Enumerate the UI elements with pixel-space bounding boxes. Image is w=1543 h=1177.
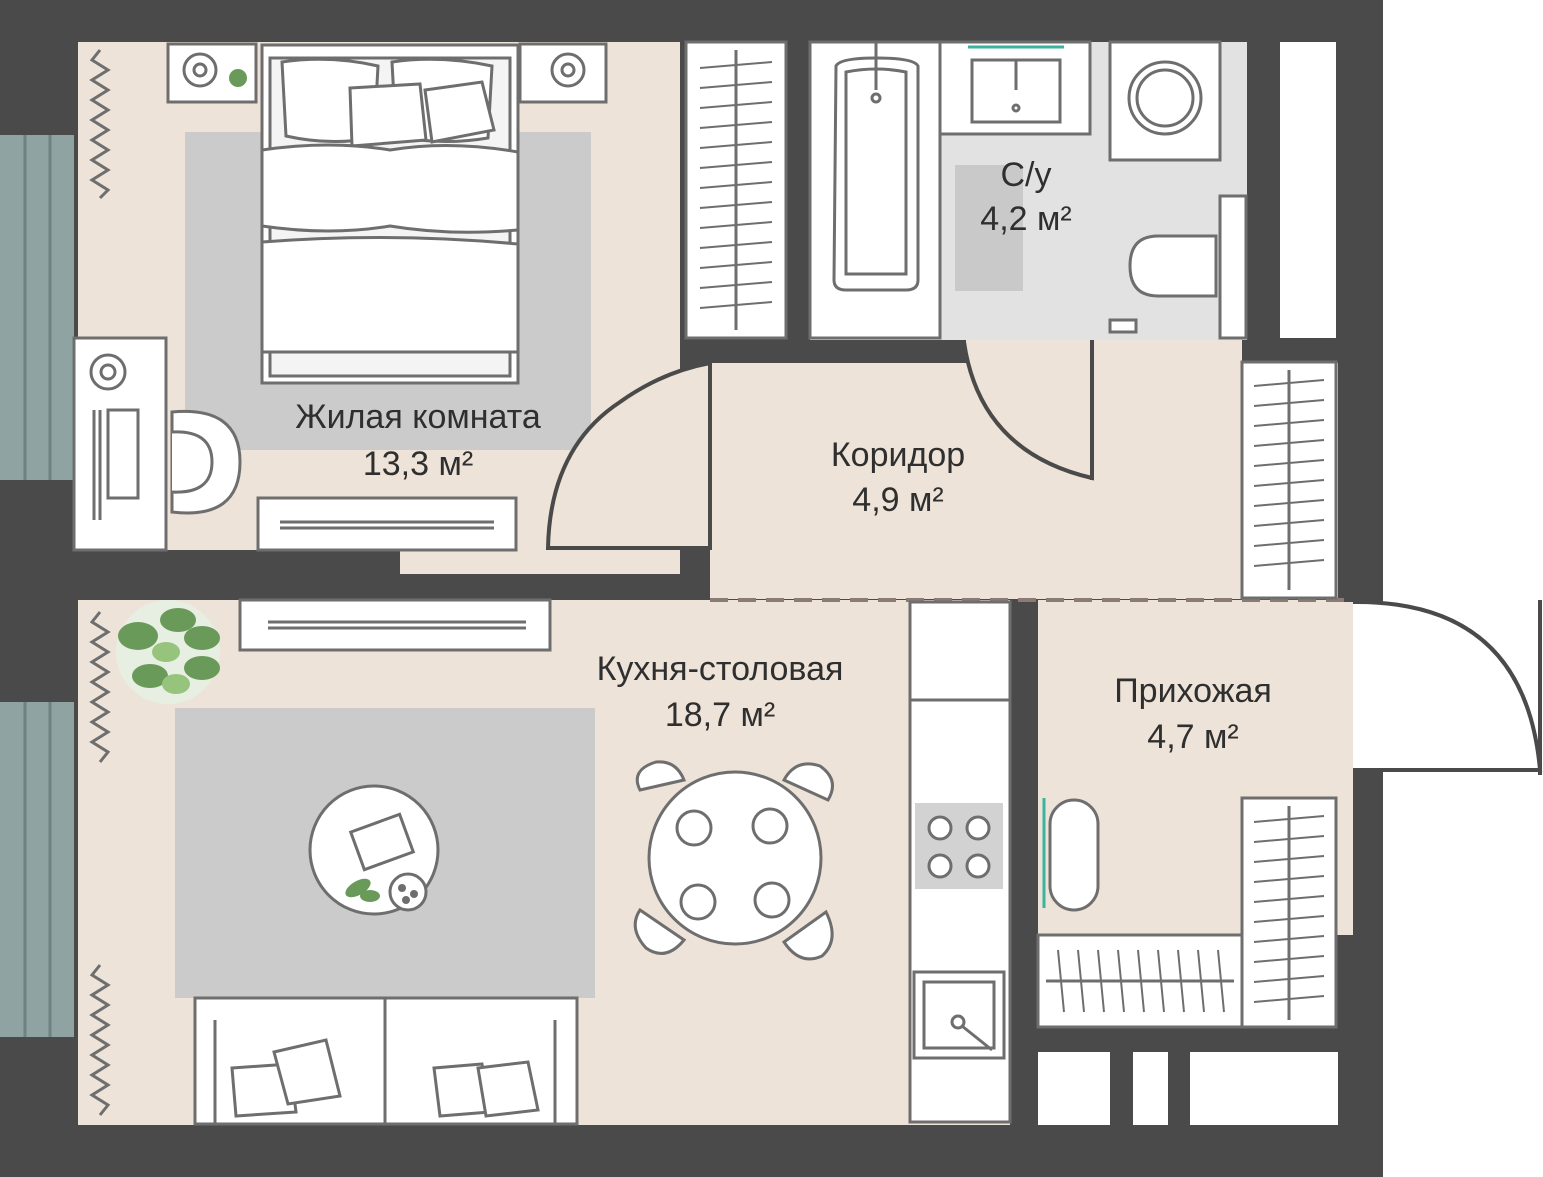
floor-living-niche [400,550,680,574]
washing-machine [1108,40,1222,162]
door-bathroom [962,340,1094,481]
bath-sink [938,40,1092,136]
room-name-living: Жилая комната [295,398,541,436]
door-entrance [1352,599,1543,775]
kitchen-sink [912,970,1006,1060]
hallway-bench [1042,798,1100,912]
bathtub [808,40,942,340]
room-name-kitchen: Кухня-столовая [597,650,844,688]
coffee-table [308,784,440,916]
desk [72,336,168,552]
shoe-rack [1036,933,1244,1029]
cooktop [915,803,1003,889]
window-left-upper [0,135,74,480]
room-label-corridor: Коридор 4,9 м² [831,436,965,519]
shelf-living [256,496,518,552]
room-name-corridor: Коридор [831,436,965,474]
door-living [545,360,712,550]
desk-chair [170,409,242,515]
room-area-bathroom: 4,2 м² [980,200,1071,238]
room-name-bathroom: С/у [1001,156,1052,194]
interior-walls [78,42,1383,1125]
nightstand-left [166,42,258,104]
sofa [193,996,579,1126]
plant-icon [116,600,220,704]
shaft-right-top [1280,42,1336,338]
shelf-kitchen [238,598,552,652]
wardrobe-corridor [1240,360,1338,600]
curtains [89,49,111,1116]
bed [260,43,520,385]
wall-right-gap [1383,0,1543,1177]
room-name-hallway: Прихожая [1114,672,1272,710]
room-area-kitchen: 18,7 м² [665,696,775,734]
room-label-living: Жилая комната 13,3 м² [295,398,541,483]
room-area-corridor: 4,9 м² [852,481,943,519]
plant-nightstand-icon [229,69,247,87]
wardrobe-living [684,40,788,340]
dining-table [633,760,834,961]
shafts-bottom [1038,1052,1338,1125]
room-label-bathroom: С/у 4,2 м² [980,156,1071,238]
room-label-hallway: Прихожая 4,7 м² [1114,672,1272,756]
toilet [1108,194,1248,340]
room-area-living: 13,3 м² [363,445,473,483]
wardrobe-hallway [1240,796,1338,1029]
rug-bath [955,165,1023,291]
window-left-lower [0,702,74,1037]
room-label-kitchen: Кухня-столовая 18,7 м² [597,650,844,734]
room-area-hallway: 4,7 м² [1147,718,1238,756]
nightstand-right [518,42,608,104]
floor-corridor-top [1092,340,1242,370]
